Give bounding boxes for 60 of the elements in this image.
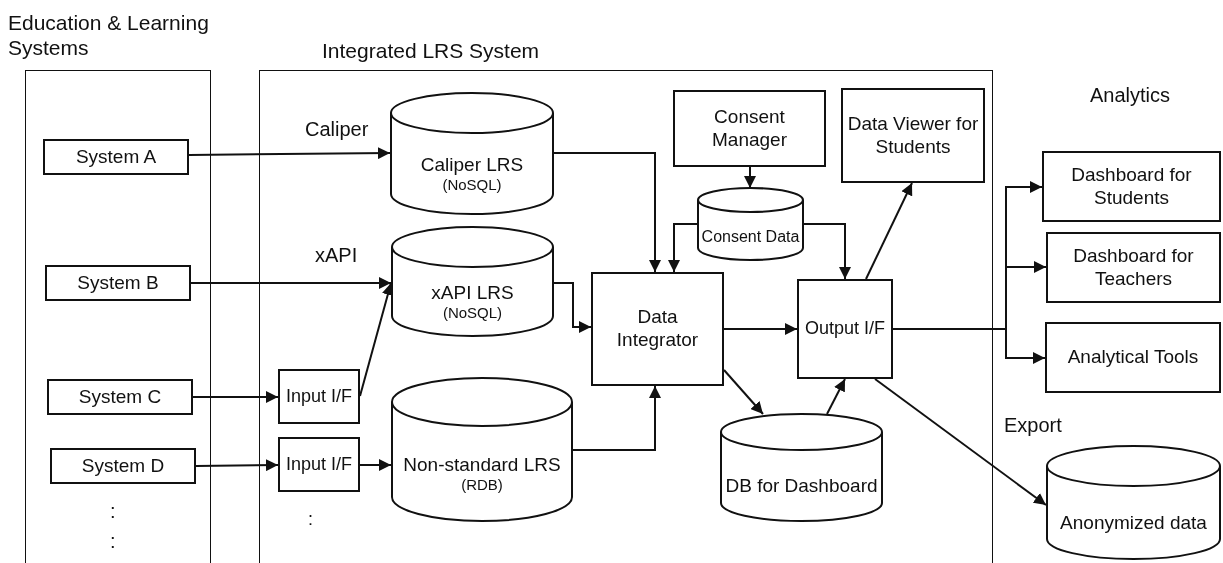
- group-heading: Integrated LRS System: [322, 38, 541, 63]
- arrow: [192, 391, 279, 403]
- process-box: [1046, 232, 1221, 303]
- node-label: Data Viewer for Students: [846, 112, 980, 159]
- process-box: [278, 437, 360, 492]
- process-box: [841, 88, 985, 183]
- arrow: [359, 459, 392, 471]
- process-box: [591, 272, 724, 386]
- arrow: [195, 459, 279, 472]
- process-box: [47, 379, 193, 415]
- arrow: [874, 378, 1047, 506]
- node-label: System D: [80, 454, 166, 478]
- arrow: [553, 152, 661, 273]
- node-label: System A: [74, 145, 158, 169]
- node-label: Non-standard LRS: [402, 453, 562, 477]
- process-box: [1045, 322, 1221, 393]
- ellipsis-mark: :: [308, 510, 313, 530]
- arrow: [803, 223, 851, 280]
- ellipsis-mark: :: [110, 530, 116, 552]
- process-box: [278, 369, 360, 424]
- node-label: Dashboard for Teachers: [1072, 244, 1195, 291]
- arrow: [744, 166, 756, 189]
- node-label: Dashboard for Students: [1070, 163, 1193, 210]
- node-sublabel: (NoSQL): [442, 176, 502, 195]
- arrow: [892, 328, 1046, 364]
- arrow: [723, 323, 798, 335]
- node-label: xAPI LRS: [430, 281, 515, 305]
- process-box: [673, 90, 826, 167]
- arrow: [190, 277, 392, 289]
- process-box: [45, 265, 191, 301]
- arrow: [188, 147, 391, 160]
- node-label: DB for Dashboard: [724, 474, 879, 498]
- group-heading: Education & Learning Systems: [8, 10, 210, 60]
- node-label: System B: [76, 271, 160, 295]
- arrow: [826, 378, 846, 415]
- arrow: [553, 282, 592, 333]
- arrow: [668, 223, 698, 273]
- node-label: Consent Data: [700, 226, 801, 247]
- ellipsis-mark: :: [110, 500, 116, 522]
- node-sublabel: (RDB): [461, 476, 503, 495]
- node-label: System C: [77, 385, 163, 409]
- arrow: [865, 182, 913, 280]
- node-label: Input I/F: [284, 453, 353, 476]
- node-sublabel: (NoSQL): [442, 304, 503, 323]
- node-label: Analytical Tools: [1066, 346, 1200, 369]
- section-label: Export: [1004, 414, 1062, 436]
- process-box: [50, 448, 196, 484]
- node-label: Data Integrator: [615, 306, 700, 352]
- node-label: Caliper LRS: [419, 153, 525, 177]
- node-label: Input I/F: [284, 385, 353, 408]
- edge-label: Caliper: [303, 118, 371, 141]
- node-label: Output I/F: [803, 318, 886, 340]
- arrow: [723, 369, 764, 415]
- process-box: [43, 139, 189, 175]
- process-box: [1042, 151, 1221, 222]
- node-label: Anonymized data: [1059, 511, 1208, 535]
- section-label: Analytics: [1090, 84, 1171, 106]
- arrow: [572, 385, 661, 451]
- process-box: [797, 279, 893, 379]
- node-label: Consent Manager: [711, 105, 788, 152]
